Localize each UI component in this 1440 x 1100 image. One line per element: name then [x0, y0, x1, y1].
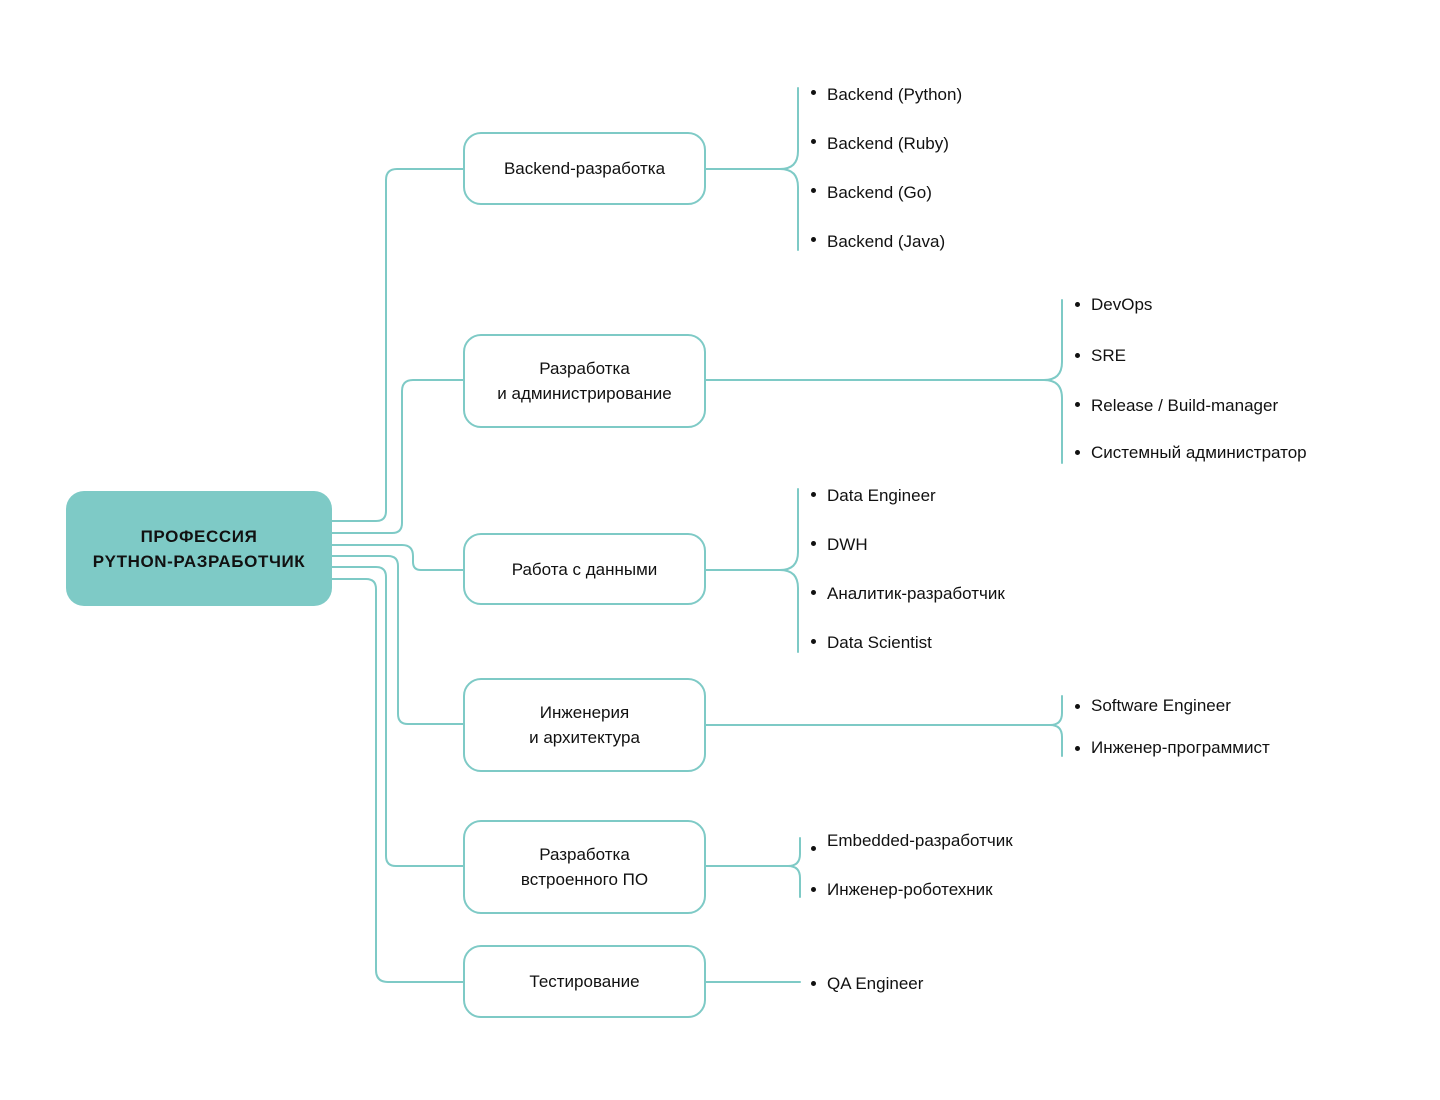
list-item: Backend (Java) [827, 232, 946, 251]
connector-embedded-items [705, 837, 801, 867]
category-label: Разработка [539, 359, 630, 378]
list-item: Software Engineer [1091, 696, 1231, 715]
list-item: Backend (Python) [827, 85, 963, 104]
bullet-icon [811, 492, 816, 497]
bullet-icon [811, 90, 816, 95]
bullet-icon [1075, 402, 1080, 407]
category-label: и архитектура [529, 728, 640, 747]
list-item: Инженер-роботехник [827, 880, 993, 899]
connector-root-embedded [331, 566, 464, 867]
bullet-icon [811, 590, 816, 595]
bullet-icon [811, 541, 816, 546]
list-item: QA Engineer [827, 974, 924, 993]
connector-root-testing [331, 578, 464, 983]
list-item: Аналитик-разработчик [827, 584, 1005, 603]
bullet-icon [1075, 704, 1080, 709]
bullet-icon [811, 846, 816, 851]
root-node: ПРОФЕССИЯ PYTHON-РАЗРАБОТЧИК [66, 491, 332, 606]
bullet-icon [811, 981, 816, 986]
list-item: DevOps [1091, 295, 1153, 314]
bullet-icon [811, 639, 816, 644]
list-item: Backend (Ruby) [827, 134, 949, 153]
bullet-icon [1075, 302, 1080, 307]
root-title-line1: ПРОФЕССИЯ [140, 526, 258, 546]
list-item: Backend (Go) [827, 183, 932, 202]
bullet-icon [811, 237, 816, 242]
bullet-icon [811, 887, 816, 892]
list-item: Data Engineer [827, 486, 936, 505]
connector-root-engineering [331, 555, 464, 725]
bullet-icon [1075, 353, 1080, 358]
list-item: Embedded-разработчик [827, 831, 1013, 850]
connector-engineering-items [705, 695, 1063, 726]
list-item: SRE [1091, 346, 1126, 365]
category-label: Backend-разработка [503, 159, 666, 178]
connector-data-items [705, 488, 799, 571]
root-title-line2: PYTHON-РАЗРАБОТЧИК [92, 551, 306, 571]
bullet-icon [811, 139, 816, 144]
category-label: и администрирование [497, 384, 672, 403]
category-dev-admin: Разработка и администрирование [463, 334, 706, 428]
category-label: Тестирование [529, 972, 640, 991]
category-data: Работа с данными [463, 533, 706, 605]
category-backend: Backend-разработка [463, 132, 706, 205]
connector-devadmin-items [705, 299, 1063, 381]
category-label: Инженерия [539, 703, 630, 722]
category-testing: Тестирование [463, 945, 706, 1018]
bullet-icon [1075, 746, 1080, 751]
category-label: встроенного ПО [520, 870, 649, 889]
connector-root-backend [331, 168, 464, 522]
bullet-icon [1075, 450, 1080, 455]
category-engineering: Инженерия и архитектура [463, 678, 706, 772]
list-item: Release / Build-manager [1091, 396, 1279, 415]
connector-backend-items [705, 87, 799, 170]
category-embedded: Разработка встроенного ПО [463, 820, 706, 914]
list-item: DWH [827, 535, 868, 554]
list-item: Инженер-программист [1091, 738, 1270, 757]
list-item: Data Scientist [827, 633, 932, 652]
connector-root-devadmin [331, 379, 464, 534]
category-label: Разработка [539, 845, 630, 864]
connector-root-data [331, 544, 464, 571]
bullet-icon [811, 188, 816, 193]
category-label: Работа с данными [511, 559, 658, 579]
list-item: Системный администратор [1091, 443, 1307, 462]
